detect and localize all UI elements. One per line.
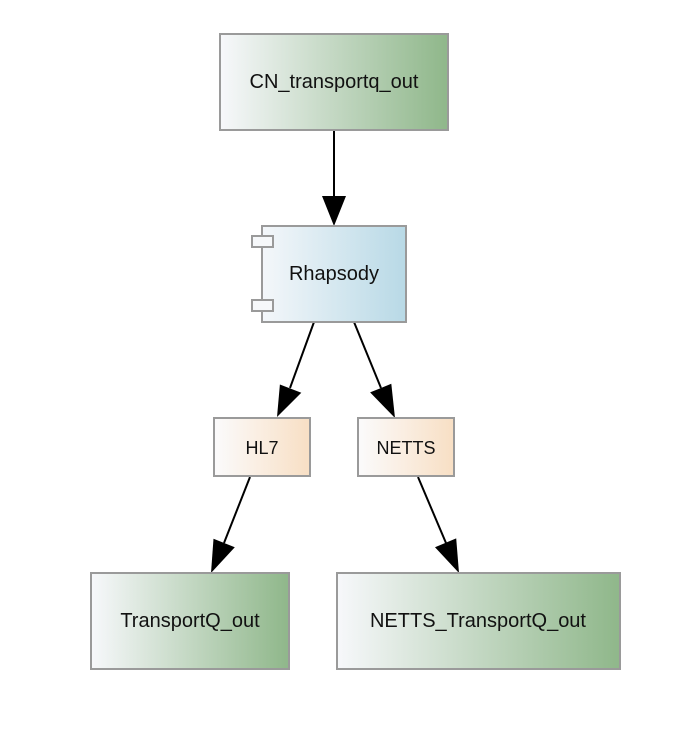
component-port-icon — [251, 299, 274, 312]
node-cn-transportq-out[interactable]: CN_transportq_out — [219, 33, 449, 131]
node-netts[interactable]: NETTS — [357, 417, 455, 477]
edge-source-to-engine — [322, 130, 346, 226]
edge-engine-to-hl7 — [277, 321, 315, 417]
node-label-netts-transportq-out: NETTS_TransportQ_out — [370, 610, 586, 632]
node-label-netts: NETTS — [376, 438, 435, 458]
node-hl7[interactable]: HL7 — [213, 417, 311, 477]
node-netts-transportq-out[interactable]: NETTS_TransportQ_out — [336, 572, 621, 670]
edge-engine-to-netts — [353, 321, 395, 418]
node-transportq-out[interactable]: TransportQ_out — [90, 572, 290, 670]
node-label-cn-transportq-out: CN_transportq_out — [250, 71, 419, 93]
node-label-rhapsody: Rhapsody — [289, 263, 379, 285]
node-label-hl7: HL7 — [245, 438, 278, 458]
edge-netts-to-netts-transportq — [417, 476, 459, 573]
edge-hl7-to-transportq — [211, 476, 251, 573]
node-label-transportq-out: TransportQ_out — [120, 610, 260, 632]
node-rhapsody[interactable]: Rhapsody — [251, 225, 407, 323]
component-port-icon — [251, 235, 274, 248]
